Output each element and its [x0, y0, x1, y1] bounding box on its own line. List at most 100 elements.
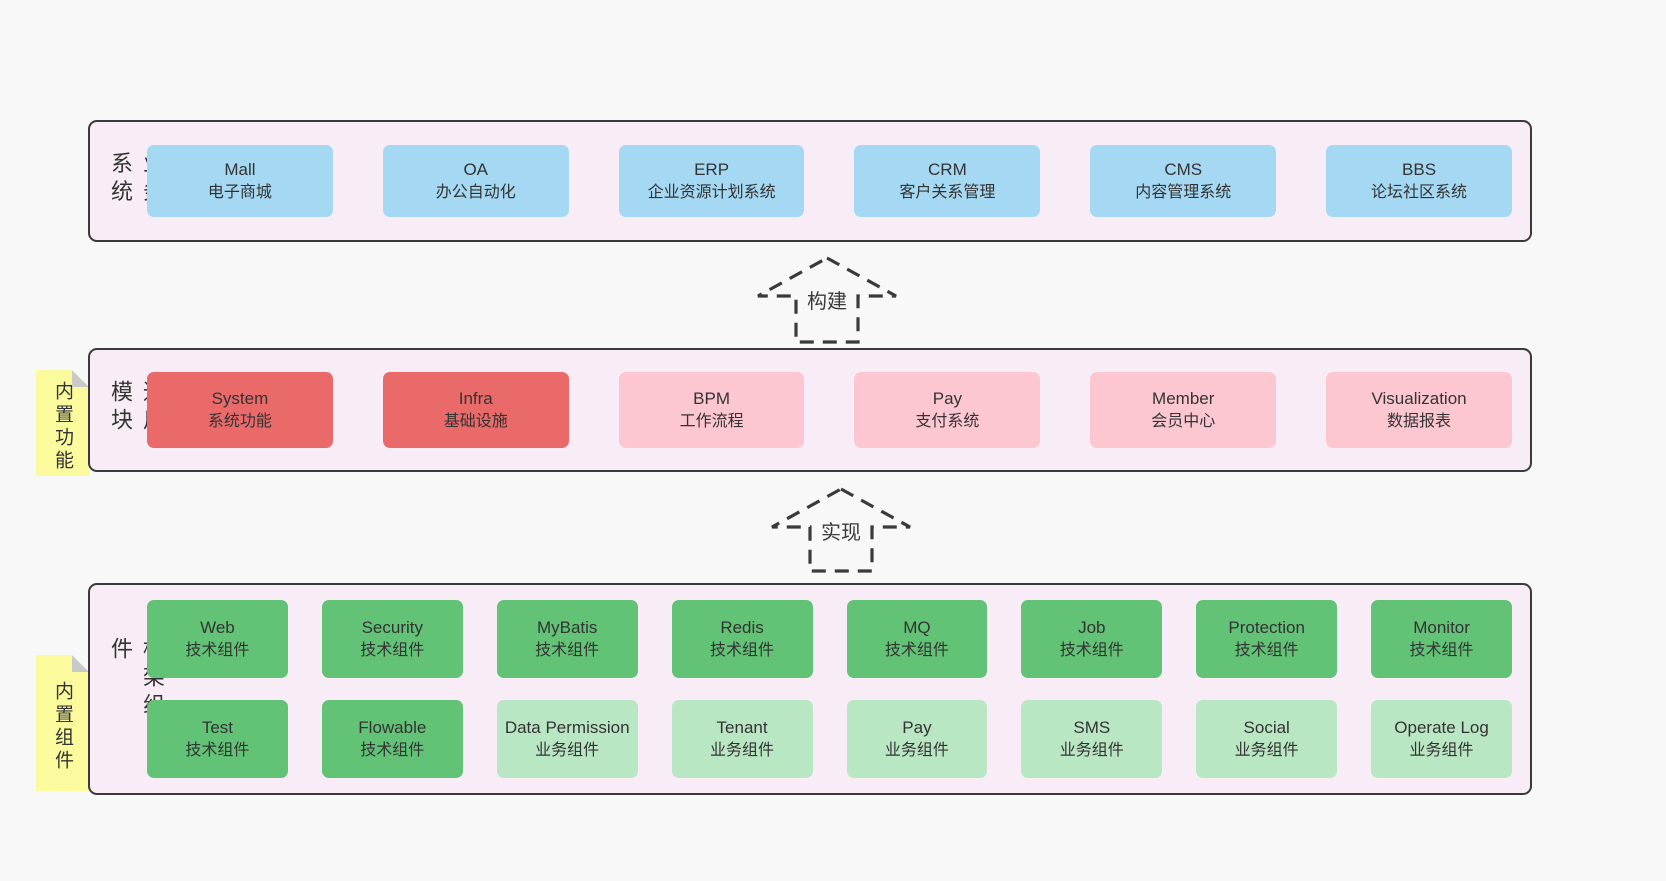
module-box-monitor: Monitor 技术组件: [1371, 600, 1512, 678]
module-title: Monitor: [1413, 617, 1470, 637]
arrow-up-implement: 实现: [771, 487, 911, 573]
module-title: Job: [1078, 617, 1106, 637]
module-box-infra: Infra 基础设施: [382, 372, 569, 448]
module-subtitle: 技术组件: [185, 641, 250, 659]
module-box-bpm: BPM 工作流程: [618, 372, 805, 448]
arrow-label: 实现: [821, 521, 861, 544]
module-title: Social: [1243, 717, 1290, 737]
module-title: Security: [361, 617, 424, 637]
module-box-data-permission: Data Permission 业务组件: [496, 700, 638, 778]
module-subtitle: 技术组件: [535, 641, 600, 659]
module-subtitle: 技术组件: [360, 641, 425, 659]
module-title: Visualization: [1371, 388, 1467, 408]
module-box-redis: Redis 技术组件: [671, 600, 813, 678]
module-box-sms: SMS 业务组件: [1021, 700, 1163, 778]
folded-corner-icon: [72, 370, 89, 387]
module-subtitle: 论坛社区系统: [1371, 183, 1468, 201]
module-box-web: Web 技术组件: [147, 600, 288, 678]
module-box-flowable: Flowable 技术组件: [321, 700, 463, 778]
module-title: Test: [201, 717, 234, 737]
sticky-note-builtin-features: 内置功能: [36, 370, 89, 476]
module-title: ERP: [694, 159, 730, 179]
sticky-note-label: 内置功能: [52, 381, 73, 473]
module-subtitle: 工作流程: [679, 412, 744, 430]
module-subtitle: 技术组件: [185, 741, 250, 759]
module-box-operate-log: Operate Log 业务组件: [1371, 700, 1512, 778]
folded-corner-icon: [72, 655, 89, 672]
module-title: BPM: [693, 388, 730, 408]
module-box-crm: CRM 客户关系管理: [854, 145, 1041, 217]
block-arrow-outline: [771, 487, 911, 573]
module-title: Web: [200, 617, 235, 637]
arrow-label-background: [815, 519, 867, 545]
module-subtitle: 技术组件: [1059, 641, 1124, 659]
module-box-security: Security 技术组件: [321, 600, 463, 678]
module-subtitle: 技术组件: [1409, 641, 1474, 659]
module-title: Tenant: [716, 717, 768, 737]
band-business-systems: 业务系统 Mall电子商城OA办公自动化ERP企业资源计划系统CRM客户关系管理…: [88, 120, 1532, 242]
module-title: Flowable: [358, 717, 427, 737]
module-box-mq: MQ 技术组件: [846, 600, 988, 678]
module-title: Operate Log: [1394, 717, 1489, 737]
module-subtitle: 企业资源计划系统: [647, 183, 776, 201]
module-box-pay: Pay 业务组件: [846, 700, 988, 778]
module-box-social: Social 业务组件: [1196, 700, 1338, 778]
module-title: System: [211, 388, 269, 408]
module-subtitle: 业务组件: [1059, 741, 1124, 759]
module-box-tenant: Tenant 业务组件: [671, 700, 813, 778]
module-subtitle: 基础设施: [443, 412, 508, 430]
module-title: Pay: [902, 717, 932, 737]
module-subtitle: 业务组件: [884, 741, 949, 759]
module-box-mybatis: MyBatis 技术组件: [496, 600, 638, 678]
sticky-note-builtin-components: 内置组件: [36, 655, 89, 791]
module-subtitle: 业务组件: [710, 741, 775, 759]
module-subtitle: 会员中心: [1151, 412, 1216, 430]
module-title: MyBatis: [536, 617, 598, 637]
module-box-cms: CMS 内容管理系统: [1090, 145, 1277, 217]
module-title: MQ: [903, 617, 931, 637]
module-subtitle: 内容管理系统: [1135, 183, 1232, 201]
module-title: Mall: [224, 159, 256, 179]
module-subtitle: 电子商城: [207, 183, 272, 201]
module-title: Redis: [720, 617, 764, 637]
band-common-modules: 通用模块 System系统功能Infra基础设施BPM工作流程Pay支付系统Me…: [88, 348, 1532, 472]
module-subtitle: 客户关系管理: [899, 183, 996, 201]
module-title: CRM: [928, 159, 967, 179]
module-title: CMS: [1164, 159, 1203, 179]
module-subtitle: 业务组件: [1409, 741, 1474, 759]
module-title: OA: [463, 159, 489, 179]
module-title: Member: [1152, 388, 1215, 408]
block-arrow-outline: [757, 256, 897, 344]
module-subtitle: 技术组件: [884, 641, 949, 659]
module-box-job: Job 技术组件: [1021, 600, 1163, 678]
module-subtitle: 业务组件: [535, 741, 600, 759]
module-title: Protection: [1228, 617, 1305, 637]
module-box-visualization: Visualization 数据报表: [1326, 372, 1512, 448]
arrow-label-background: [801, 288, 853, 314]
module-subtitle: 技术组件: [710, 641, 775, 659]
module-box-test: Test 技术组件: [147, 700, 288, 778]
module-title: SMS: [1073, 717, 1111, 737]
module-subtitle: 技术组件: [360, 741, 425, 759]
sticky-note-label: 内置组件: [52, 681, 73, 773]
module-subtitle: 数据报表: [1387, 412, 1452, 430]
module-box-erp: ERP 企业资源计划系统: [618, 145, 805, 217]
module-title: Infra: [458, 388, 493, 408]
arrow-label: 构建: [807, 290, 847, 313]
module-subtitle: 技术组件: [1234, 641, 1299, 659]
module-title: Data Permission: [504, 717, 630, 737]
module-subtitle: 业务组件: [1234, 741, 1299, 759]
